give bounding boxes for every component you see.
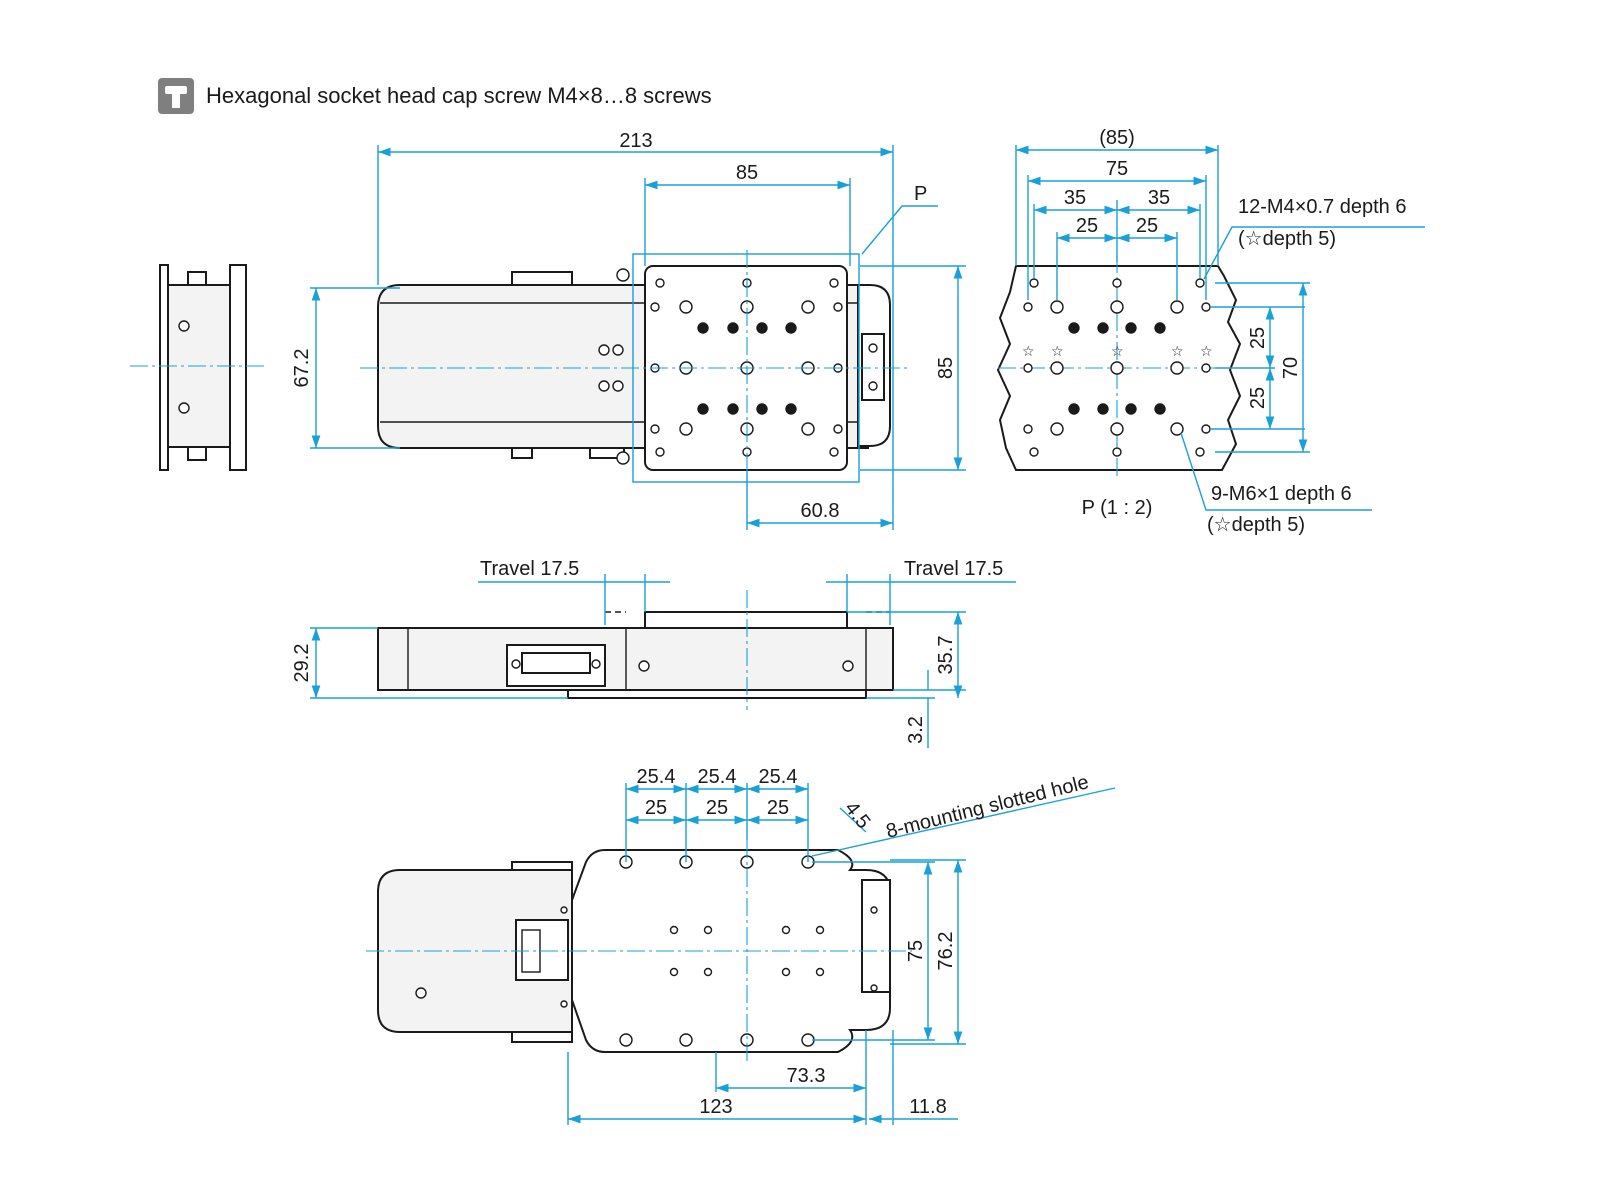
svg-text:☆: ☆ xyxy=(1022,344,1035,360)
dim-75-bottom: 75 xyxy=(905,940,927,962)
dim-25-4-a: 25.4 xyxy=(637,766,676,788)
dim-25-down: 25 xyxy=(1247,387,1269,409)
top-view: 213 85 67.2 85 60.8 P xyxy=(291,130,966,530)
dim-35-7: 35.7 xyxy=(935,636,957,675)
table-holes xyxy=(650,278,843,457)
dim-25-right: 25 xyxy=(1136,215,1158,237)
dim-35-left: 35 xyxy=(1064,187,1086,209)
dim-213: 213 xyxy=(619,130,652,152)
header: Hexagonal socket head cap screw M4×8…8 s… xyxy=(158,78,712,114)
dim-85-right: 85 xyxy=(935,357,957,379)
dim-25-b: 25 xyxy=(706,797,728,819)
dim-25-4-c: 25.4 xyxy=(759,766,798,788)
slot-label: 8-mounting slotted hole xyxy=(884,771,1091,843)
detail-p-label: P (1 : 2) xyxy=(1082,497,1153,519)
dim-11-8: 11.8 xyxy=(909,1096,946,1118)
dim-85-top: 85 xyxy=(736,162,758,184)
dim-25-4-b: 25.4 xyxy=(698,766,737,788)
bottom-view: 25.4 25.4 25.4 25 25 25 4.5 8-mounting s… xyxy=(366,766,1116,1125)
side-view: Travel 17.5 Travel 17.5 29.2 35.7 3.2 xyxy=(291,558,1016,748)
dim-29-2: 29.2 xyxy=(291,644,313,683)
svg-text:☆: ☆ xyxy=(1171,344,1184,360)
dim-123: 123 xyxy=(699,1096,732,1118)
dim-25-up: 25 xyxy=(1247,327,1269,349)
dim-25-c: 25 xyxy=(767,797,789,819)
dim-60-8: 60.8 xyxy=(801,500,840,522)
dim-25-a: 25 xyxy=(645,797,667,819)
callout-m4-line2: (☆depth 5) xyxy=(1238,228,1336,250)
dim-35-right: 35 xyxy=(1148,187,1170,209)
dim-67-2: 67.2 xyxy=(291,349,313,388)
detail-p-view: ☆ ☆ ☆ ☆ ☆ (85) 75 35 35 25 25 2 xyxy=(996,127,1425,536)
travel-left: Travel 17.5 xyxy=(480,558,579,580)
callout-m6-line2: (☆depth 5) xyxy=(1207,514,1305,536)
end-view xyxy=(130,264,268,471)
svg-text:☆: ☆ xyxy=(1111,344,1124,360)
header-title: Hexagonal socket head cap screw M4×8…8 s… xyxy=(206,83,712,108)
detail-holes xyxy=(1023,278,1211,457)
callout-m4-line1: 12-M4×0.7 depth 6 xyxy=(1238,196,1406,218)
dim-4-5: 4.5 xyxy=(840,798,874,833)
svg-text:☆: ☆ xyxy=(1051,344,1064,360)
dim-70: 70 xyxy=(1280,357,1302,379)
travel-right: Travel 17.5 xyxy=(904,558,1003,580)
hex-socket-screw-icon xyxy=(158,78,194,114)
detail-marker-p: P xyxy=(914,183,927,205)
dim-3-2: 3.2 xyxy=(905,716,927,744)
dim-75-detail: 75 xyxy=(1106,158,1128,180)
callout-m6-line1: 9-M6×1 depth 6 xyxy=(1211,483,1352,505)
dim-25-left: 25 xyxy=(1076,215,1098,237)
dim-76-2: 76.2 xyxy=(935,932,957,971)
dim-85-paren: (85) xyxy=(1099,127,1135,149)
svg-text:☆: ☆ xyxy=(1200,344,1213,360)
dim-73-3: 73.3 xyxy=(787,1065,826,1087)
